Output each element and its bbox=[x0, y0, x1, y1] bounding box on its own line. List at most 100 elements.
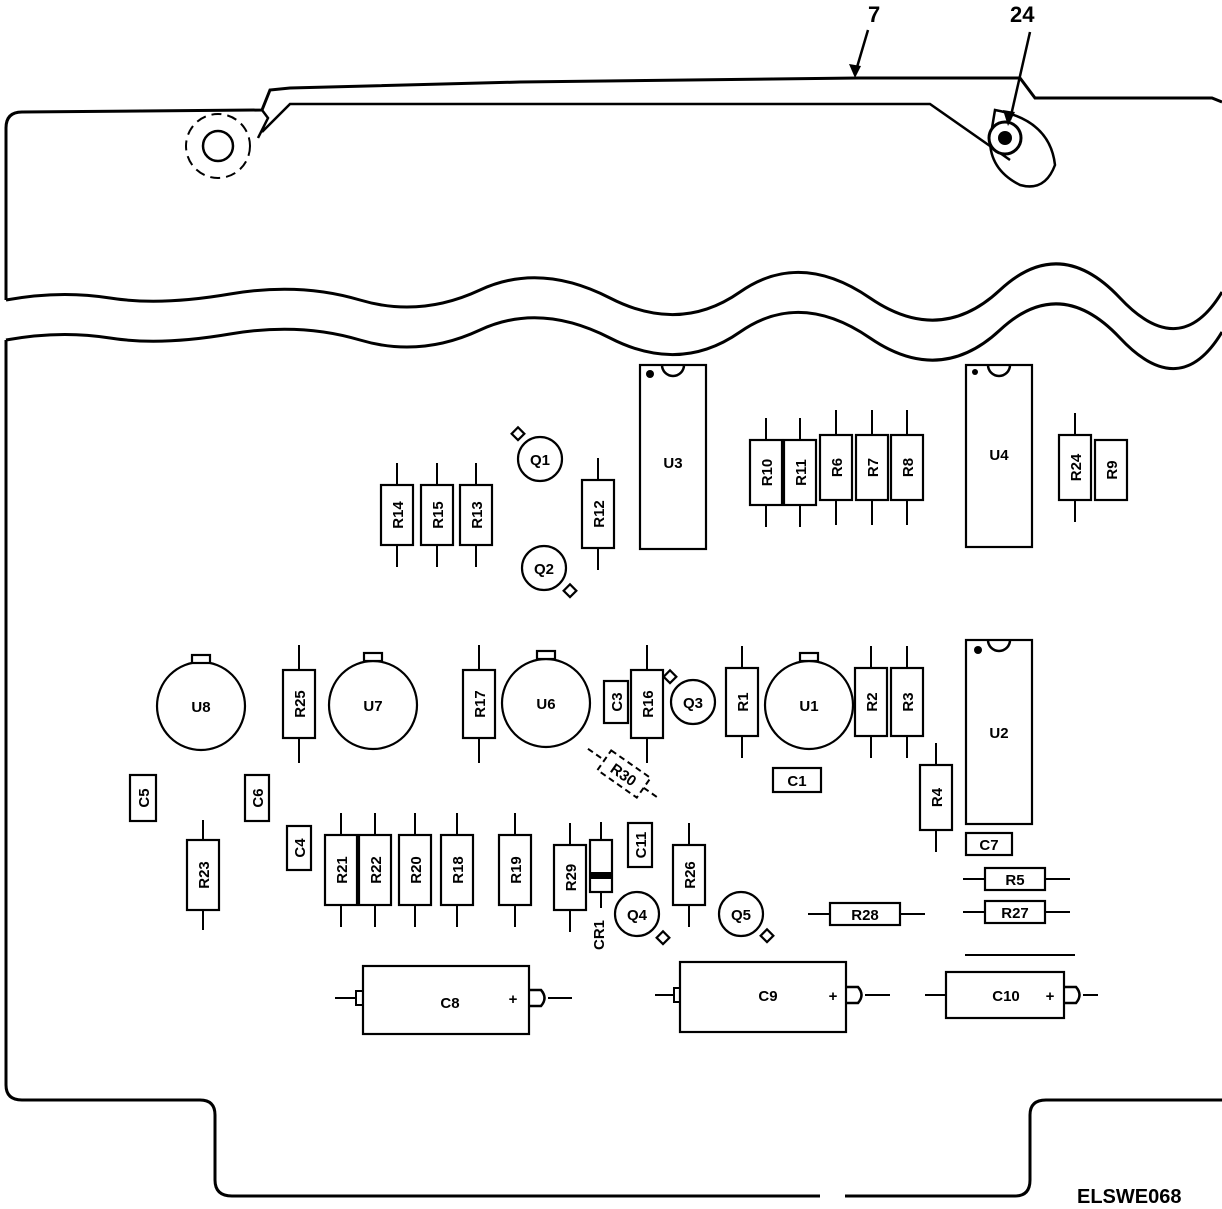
resistor-r1: R1 bbox=[724, 646, 760, 758]
resistor-r20: R20 bbox=[397, 813, 433, 927]
transistor-q5: Q5 bbox=[717, 890, 775, 944]
transistor-q4: Q4 bbox=[613, 890, 671, 946]
ic-u1: U1 bbox=[763, 651, 855, 751]
label-u1: U1 bbox=[799, 698, 818, 715]
label-r13: R13 bbox=[469, 501, 486, 529]
capacitor-c7: C7 bbox=[964, 831, 1014, 857]
svg-text:+: + bbox=[1046, 988, 1055, 1005]
leader-24 bbox=[1008, 31, 1032, 121]
resistor-r16: R16 bbox=[629, 645, 665, 763]
transistor-q2: Q2 bbox=[520, 544, 578, 599]
cover-plate-edge bbox=[256, 102, 1011, 162]
label-q1: Q1 bbox=[530, 452, 550, 469]
label-q2: Q2 bbox=[534, 561, 554, 578]
capacitor-c3: C3 bbox=[602, 679, 630, 725]
capacitor-c4: C4 bbox=[285, 824, 313, 872]
capacitor-c5: C5 bbox=[128, 773, 158, 823]
label-cr1: CR1 bbox=[591, 920, 608, 950]
label-u7: U7 bbox=[363, 698, 382, 715]
label-c6: C6 bbox=[250, 788, 267, 807]
resistor-r23: R23 bbox=[185, 820, 221, 930]
label-c8: C8 bbox=[440, 995, 459, 1012]
resistor-r13: R13 bbox=[458, 463, 494, 567]
label-r9: R9 bbox=[1104, 460, 1121, 479]
label-r6: R6 bbox=[829, 458, 846, 477]
label-r23: R23 bbox=[196, 861, 213, 889]
label-c4: C4 bbox=[292, 838, 309, 858]
label-r19: R19 bbox=[508, 856, 525, 884]
label-r14: R14 bbox=[390, 501, 407, 529]
label-q4: Q4 bbox=[627, 907, 648, 924]
capacitor-c1: C1 bbox=[771, 766, 823, 794]
resistor-r11: R11 bbox=[782, 418, 818, 527]
resistor-r25: R25 bbox=[281, 645, 317, 763]
resistor-r30: R30 bbox=[587, 747, 661, 801]
label-r26: R26 bbox=[682, 861, 699, 889]
label-c10: C10 bbox=[992, 988, 1020, 1005]
label-u6: U6 bbox=[536, 696, 555, 713]
resistor-r9: R9 bbox=[1093, 438, 1129, 502]
label-u3: U3 bbox=[663, 455, 682, 472]
resistor-r7: R7 bbox=[854, 410, 890, 525]
figure-code: ELSWE068 bbox=[1077, 1186, 1181, 1208]
label-u2: U2 bbox=[989, 725, 1008, 742]
screw-24 bbox=[987, 108, 1057, 188]
label-r24: R24 bbox=[1068, 453, 1085, 481]
ic-u3: U3 bbox=[638, 363, 708, 551]
capacitor-c11: C11 bbox=[626, 821, 654, 869]
transistor-q3: Q3 bbox=[662, 668, 717, 726]
label-r1: R1 bbox=[735, 692, 752, 711]
label-r25: R25 bbox=[292, 690, 309, 718]
svg-text:+: + bbox=[829, 988, 838, 1005]
resistor-r18: R18 bbox=[439, 813, 475, 927]
label-r15: R15 bbox=[430, 501, 447, 529]
resistor-r4: R4 bbox=[918, 743, 954, 852]
ic-u2: U2 bbox=[964, 638, 1034, 826]
label-c7: C7 bbox=[979, 837, 998, 854]
label-r27: R27 bbox=[1001, 905, 1029, 922]
ic-u4: U4 bbox=[964, 363, 1034, 549]
resistor-r27: R27 bbox=[963, 899, 1070, 925]
resistor-r8: R8 bbox=[889, 410, 925, 525]
label-q3: Q3 bbox=[683, 695, 703, 712]
label-c1: C1 bbox=[787, 773, 806, 790]
label-r7: R7 bbox=[865, 458, 882, 477]
capacitor-c6: C6 bbox=[243, 773, 271, 823]
board-tear-upper bbox=[5, 262, 1222, 331]
label-r28: R28 bbox=[851, 907, 879, 924]
resistor-r2: R2 bbox=[853, 646, 889, 758]
label-c5: C5 bbox=[136, 788, 153, 807]
resistor-r10: R10 bbox=[748, 418, 784, 527]
label-r17: R17 bbox=[472, 690, 489, 718]
label-r4: R4 bbox=[929, 787, 946, 807]
resistor-r6: R6 bbox=[818, 410, 854, 525]
label-c3: C3 bbox=[609, 692, 626, 711]
label-u4: U4 bbox=[989, 447, 1009, 464]
board-lower-outline bbox=[4, 302, 1222, 1198]
label-r29: R29 bbox=[563, 864, 580, 892]
resistor-r29: R29 bbox=[552, 823, 588, 932]
resistor-r19: R19 bbox=[497, 813, 533, 927]
label-r2: R2 bbox=[864, 692, 881, 711]
ic-u7: U7 bbox=[327, 651, 419, 751]
label-r11: R11 bbox=[793, 459, 810, 486]
mounting-hole-left bbox=[185, 113, 251, 179]
resistor-r21: R21 bbox=[323, 813, 359, 927]
callout-7: 7 bbox=[868, 2, 880, 27]
diode-cr1: CR1 bbox=[588, 822, 614, 950]
board-top-outline bbox=[4, 76, 1222, 300]
label-q5: Q5 bbox=[731, 907, 751, 924]
resistor-r5: R5 bbox=[963, 866, 1070, 892]
resistor-r22: R22 bbox=[357, 813, 393, 927]
label-r3: R3 bbox=[900, 692, 917, 711]
resistor-r12: R12 bbox=[580, 458, 616, 570]
transistor-q1: Q1 bbox=[510, 425, 564, 483]
label-r10: R10 bbox=[759, 459, 776, 487]
label-r20: R20 bbox=[408, 856, 425, 884]
label-c11: C11 bbox=[633, 832, 650, 859]
label-r21: R21 bbox=[334, 856, 351, 884]
